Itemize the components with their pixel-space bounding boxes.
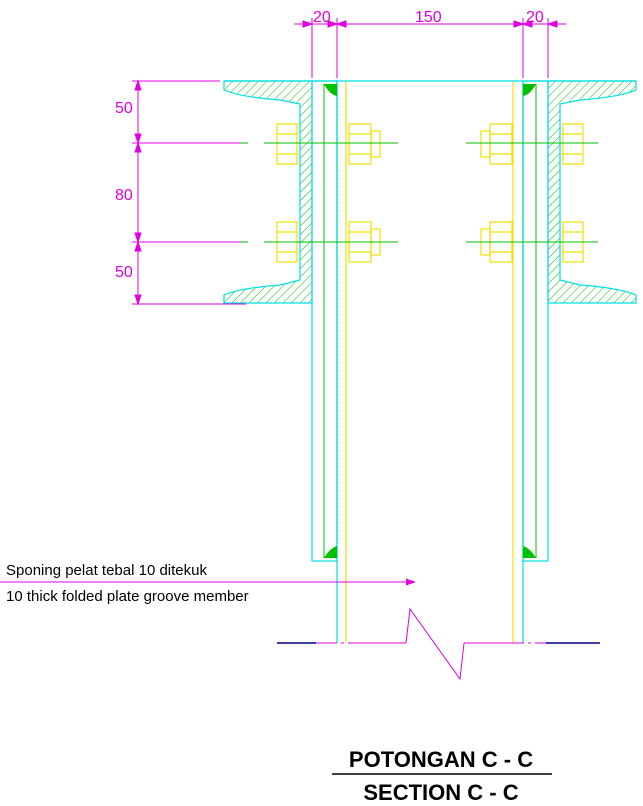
note-line-indonesian: Sponing pelat tebal 10 ditekuk bbox=[6, 562, 207, 579]
dim-left-bottom: 50 bbox=[115, 264, 133, 281]
dim-left-top: 50 bbox=[115, 100, 133, 117]
section-title-main: POTONGAN C - C bbox=[349, 747, 533, 772]
right-channel-profile bbox=[547, 80, 637, 304]
dim-top-left: 20 bbox=[313, 9, 331, 26]
left-dimension-lines bbox=[132, 79, 246, 306]
dim-top-middle: 150 bbox=[415, 9, 442, 26]
dim-left-middle: 80 bbox=[115, 187, 133, 204]
bolt-right-upper bbox=[480, 123, 584, 165]
section-title-sub: SECTION C - C bbox=[363, 780, 518, 805]
left-channel-profile bbox=[223, 80, 313, 304]
note-line-english: 10 thick folded plate groove member bbox=[6, 588, 249, 605]
left-groove-member bbox=[311, 80, 347, 643]
bolt-centerlines bbox=[240, 142, 598, 243]
bolt-left-upper bbox=[276, 123, 381, 165]
break-line bbox=[277, 607, 600, 681]
right-groove-member bbox=[512, 80, 549, 643]
top-dimension-lines bbox=[294, 18, 566, 78]
note-leader bbox=[0, 578, 416, 586]
dim-top-right: 20 bbox=[526, 9, 544, 26]
